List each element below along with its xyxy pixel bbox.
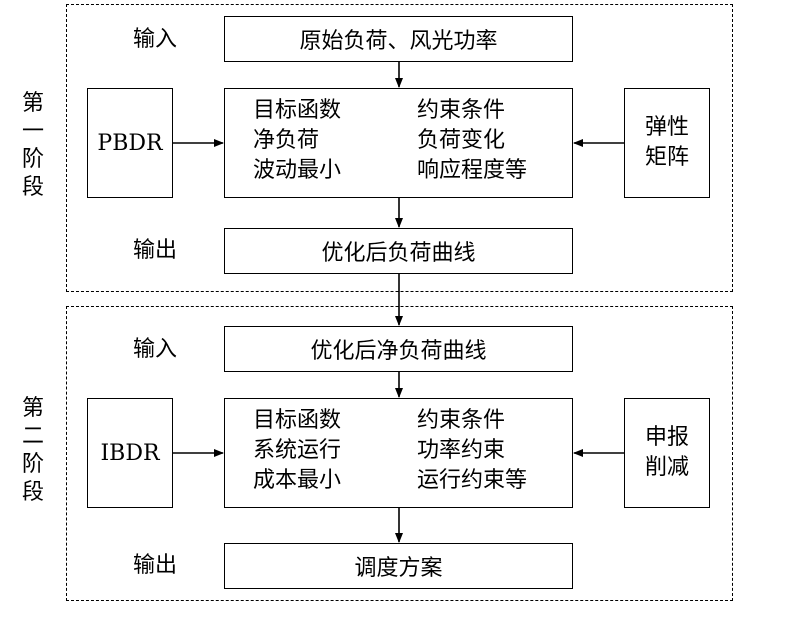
stage1-left-box: PBDR — [87, 88, 173, 198]
stage1-constraints: 约束条件 负荷变化 响应程度等 — [417, 98, 528, 183]
stage2-center-box: 目标函数 系统运行 成本最小 约束条件 功率约束 运行约束等 — [224, 398, 573, 508]
stage2-input-label: 输入 — [133, 337, 178, 362]
stage2-right-box: 申报 削减 — [624, 398, 710, 508]
stage1-input-box: 原始负荷、风光功率 — [224, 16, 573, 62]
stage1-right-box: 弹性 矩阵 — [624, 88, 710, 198]
stage1-input-label: 输入 — [133, 27, 178, 52]
stage1-title: 第 一 阶 段 — [21, 91, 44, 200]
stage2-objective: 目标函数 系统运行 成本最小 — [253, 408, 342, 493]
stage2-title: 第 二 阶 段 — [21, 396, 44, 505]
stage2-output-box: 调度方案 — [224, 543, 573, 589]
stage2-output-label: 输出 — [133, 553, 178, 578]
stage2-constraints: 约束条件 功率约束 运行约束等 — [417, 408, 528, 493]
stage2-input-box: 优化后净负荷曲线 — [224, 326, 573, 372]
stage1-output-box: 优化后负荷曲线 — [224, 228, 573, 274]
stage1-output-label: 输出 — [133, 238, 178, 263]
stage1-objective: 目标函数 净负荷 波动最小 — [253, 98, 342, 183]
stage1-center-box: 目标函数 净负荷 波动最小 约束条件 负荷变化 响应程度等 — [224, 88, 573, 198]
stage2-left-box: IBDR — [87, 398, 173, 508]
